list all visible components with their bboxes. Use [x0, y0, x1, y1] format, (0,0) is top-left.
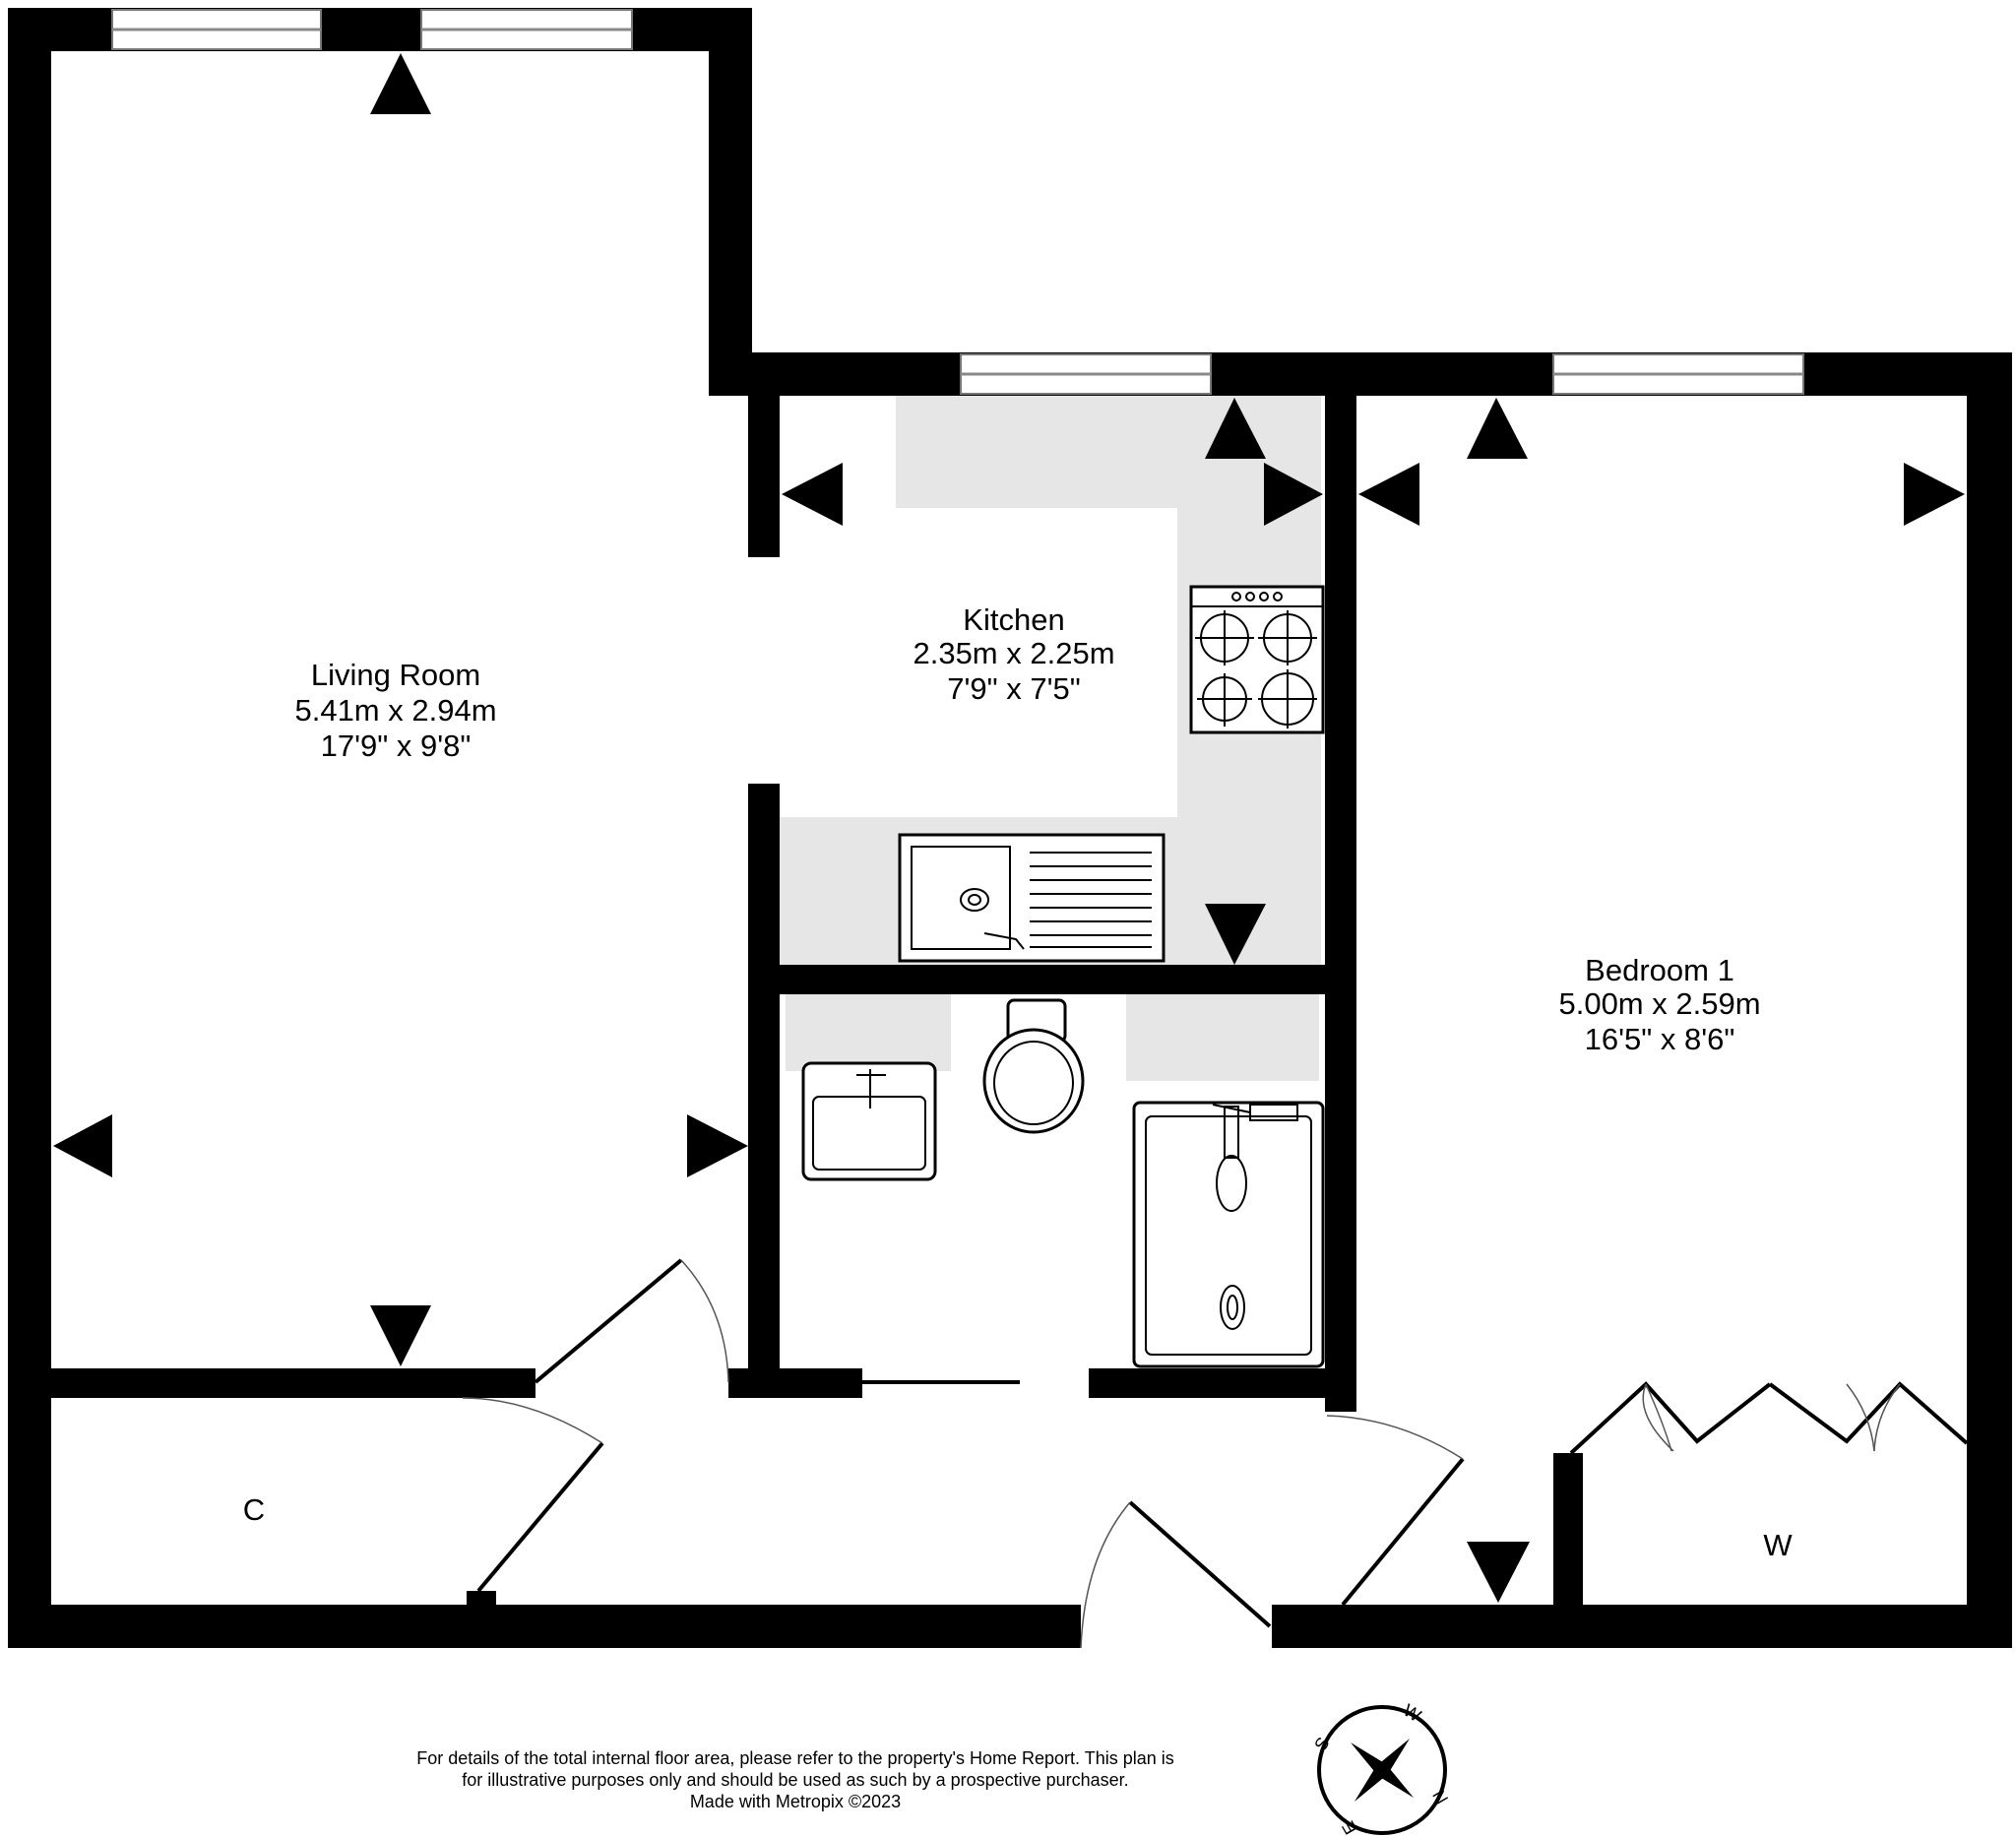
drainer-ribs — [1030, 852, 1152, 948]
disclaimer-line-1: For details of the total internal floor … — [416, 1748, 1174, 1768]
disclaimer-line-3: Made with Metropix ©2023 — [690, 1792, 901, 1811]
disclaimer: For details of the total internal floor … — [416, 1748, 1174, 1811]
wardrobe-label: W — [1763, 1528, 1793, 1562]
view-arrows — [53, 53, 1965, 1603]
bedroom-name: Bedroom 1 — [1585, 953, 1734, 987]
kitchen-imperial: 7'9" x 7'5" — [947, 671, 1081, 706]
kitchen-counters — [780, 396, 1321, 1081]
living-room-metric: 5.41m x 2.94m — [294, 693, 496, 728]
bedroom-imperial: 16'5" x 8'6" — [1585, 1022, 1735, 1056]
hob — [1189, 585, 1325, 734]
kitchen-name: Kitchen — [963, 602, 1064, 637]
living-room-name: Living Room — [311, 658, 480, 692]
wash-basin — [801, 1061, 937, 1181]
compass-icon: W S N E — [1310, 1700, 1452, 1837]
toilet — [982, 998, 1085, 1134]
kitchen-metric: 2.35m x 2.25m — [913, 636, 1114, 670]
living-room-label: Living Room 5.41m x 2.94m 17'9" x 9'8" — [294, 658, 496, 763]
compass-n: N — [1428, 1787, 1452, 1807]
bedroom-metric: 5.00m x 2.59m — [1558, 986, 1760, 1021]
bedroom-label: Bedroom 1 5.00m x 2.59m 16'5" x 8'6" — [1558, 953, 1760, 1056]
disclaimer-line-2: for illustrative purposes only and shoul… — [462, 1770, 1128, 1790]
windows — [111, 9, 1804, 395]
living-room-imperial: 17'9" x 9'8" — [321, 728, 472, 763]
kitchen-sink — [898, 833, 1166, 963]
bath — [1132, 1101, 1325, 1368]
doors — [462, 1258, 1969, 1649]
kitchen-label: Kitchen 2.35m x 2.25m 7'9" x 7'5" — [913, 602, 1114, 706]
cupboard-label: C — [243, 1492, 265, 1527]
